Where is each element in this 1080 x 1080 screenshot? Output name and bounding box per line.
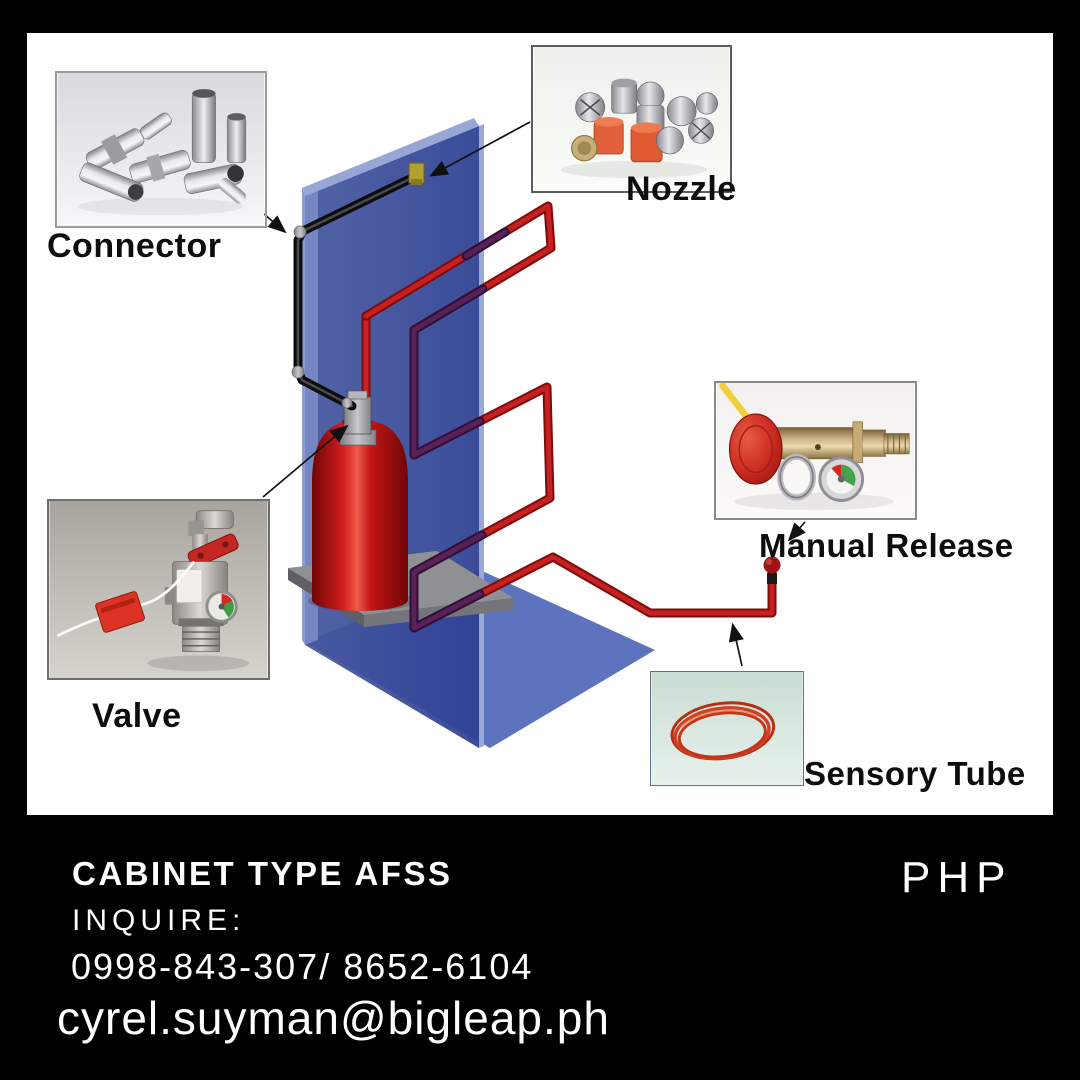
contact-email: cyrel.suyman@bigleap.ph [57,992,610,1044]
detection-tube [293,171,421,411]
valve-label: Valve [92,697,182,735]
callout-arrows [262,121,806,667]
sensory-tube-label: Sensory Tube [804,755,1026,792]
tube-behind-glass [409,227,510,633]
arrow-nozzle [429,121,531,177]
nozzle-fitting [408,162,425,185]
inquire-label: INQUIRE: [72,904,246,937]
sensory-tube-photo [650,671,804,786]
connector-label: Connector [47,227,222,265]
manual-release-knob [763,556,781,584]
arrow-sensory [728,622,744,667]
sensory-tube-run [361,201,777,633]
nozzle-photo [531,45,732,193]
cylinder-tank [308,417,416,611]
valve-photo [47,499,270,680]
manual-release-label: Manual Release [759,527,1014,564]
contact-phone: 0998-843-307/ 8652-6104 [71,946,534,987]
product-title: CABINET TYPE AFSS [72,855,453,892]
manual-release-photo [714,381,917,520]
arrow-manual [787,521,806,542]
arrow-connector [263,213,287,234]
arrow-valve [262,424,349,498]
connector-photo [55,71,267,228]
currency-label: PHP [901,853,1013,902]
tube-connector-fittings [291,225,353,409]
nozzle-label: Nozzle [626,170,737,208]
